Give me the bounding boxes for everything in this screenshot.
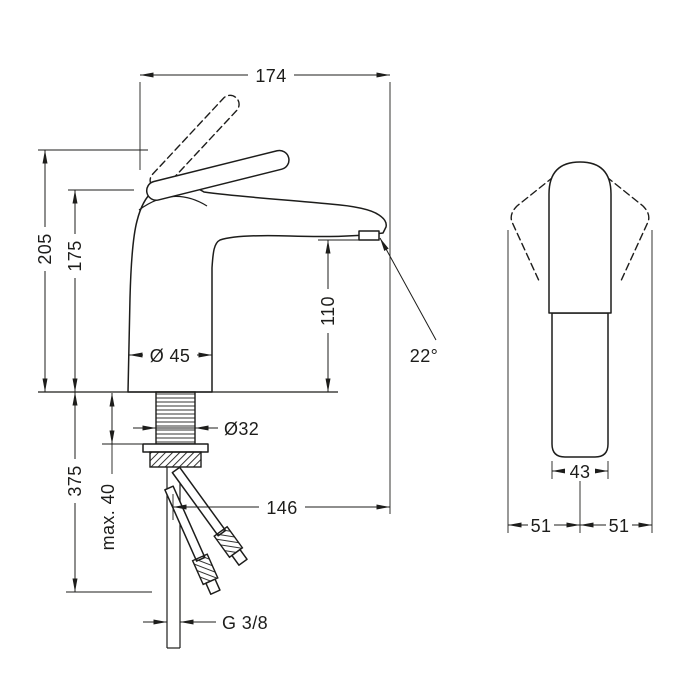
- dim-hole-diameter-label: Ø32: [224, 419, 259, 439]
- mounting-nut: [149, 451, 202, 468]
- dim-height-overall-label: 205: [35, 233, 55, 264]
- dimension-body-width: 43: [551, 461, 609, 482]
- faucet-body-outline: [127, 184, 387, 393]
- handle-swing-left-dashed: [510, 169, 563, 284]
- dim-swing-left-label: 51: [531, 516, 552, 536]
- dim-base-diameter-label: Ø 45: [150, 346, 191, 366]
- washer: [142, 443, 209, 453]
- dim-depth-below-deck-label: 375: [65, 465, 85, 496]
- dimension-handle-swing-right: 51: [580, 230, 653, 536]
- dimension-handle-swing-left: 51: [507, 230, 581, 536]
- handle-lever: [145, 149, 290, 201]
- dim-spout-angle-label: 22°: [410, 346, 438, 366]
- angle-leader-line: [379, 237, 437, 341]
- label-background: [606, 516, 632, 533]
- dimension-height-to-spout: 175: [65, 189, 134, 392]
- label-background: [66, 459, 84, 503]
- faucet-front-body: [551, 312, 609, 458]
- dim-height-to-spout-label: 175: [65, 240, 85, 271]
- hose-nipple: [205, 578, 221, 595]
- dim-spout-reach-label: 146: [266, 498, 297, 518]
- dimension-hole-diameter: Ø32: [133, 419, 259, 439]
- dim-max-deck-thickness-label: max. 40: [98, 484, 118, 551]
- label-background: [565, 462, 595, 479]
- label-background: [36, 227, 54, 271]
- dimension-depth-below-deck: 375: [65, 392, 152, 593]
- supply-hose-upper: [171, 466, 248, 566]
- front-view: 43 51 51: [507, 161, 653, 536]
- dim-connection-thread-label: G 3/8: [222, 613, 268, 633]
- label-background: [66, 234, 84, 278]
- label-background: [319, 289, 337, 333]
- side-view: 174 205 175 110 Ø 45: [35, 66, 438, 649]
- dim-width-overall-label: 174: [255, 66, 286, 86]
- threaded-shank: [155, 391, 196, 445]
- aerator: [358, 230, 380, 241]
- label-background: [248, 66, 294, 84]
- dimension-height-overall: 205: [35, 149, 148, 392]
- dim-spout-clearance-label: 110: [318, 296, 338, 326]
- dim-body-width-label: 43: [570, 462, 591, 482]
- handle-swing-right-dashed: [597, 169, 650, 284]
- dimension-spout-reach: 146: [172, 494, 390, 520]
- label-background: [143, 346, 197, 364]
- dimension-connection-thread: G 3/8: [143, 613, 268, 633]
- hose-nipple: [231, 548, 248, 566]
- label-background: [528, 516, 554, 533]
- label-background: [259, 498, 305, 516]
- dimension-base-diameter: Ø 45: [129, 346, 212, 366]
- dimension-max-deck-thickness: max. 40: [98, 393, 146, 550]
- dimension-width-overall: 174: [139, 66, 391, 514]
- faucet-front-handle: [548, 161, 612, 314]
- dim-swing-right-label: 51: [609, 516, 630, 536]
- annotation-spout-angle: 22°: [379, 237, 438, 366]
- dimension-spout-clearance: 110: [318, 239, 376, 392]
